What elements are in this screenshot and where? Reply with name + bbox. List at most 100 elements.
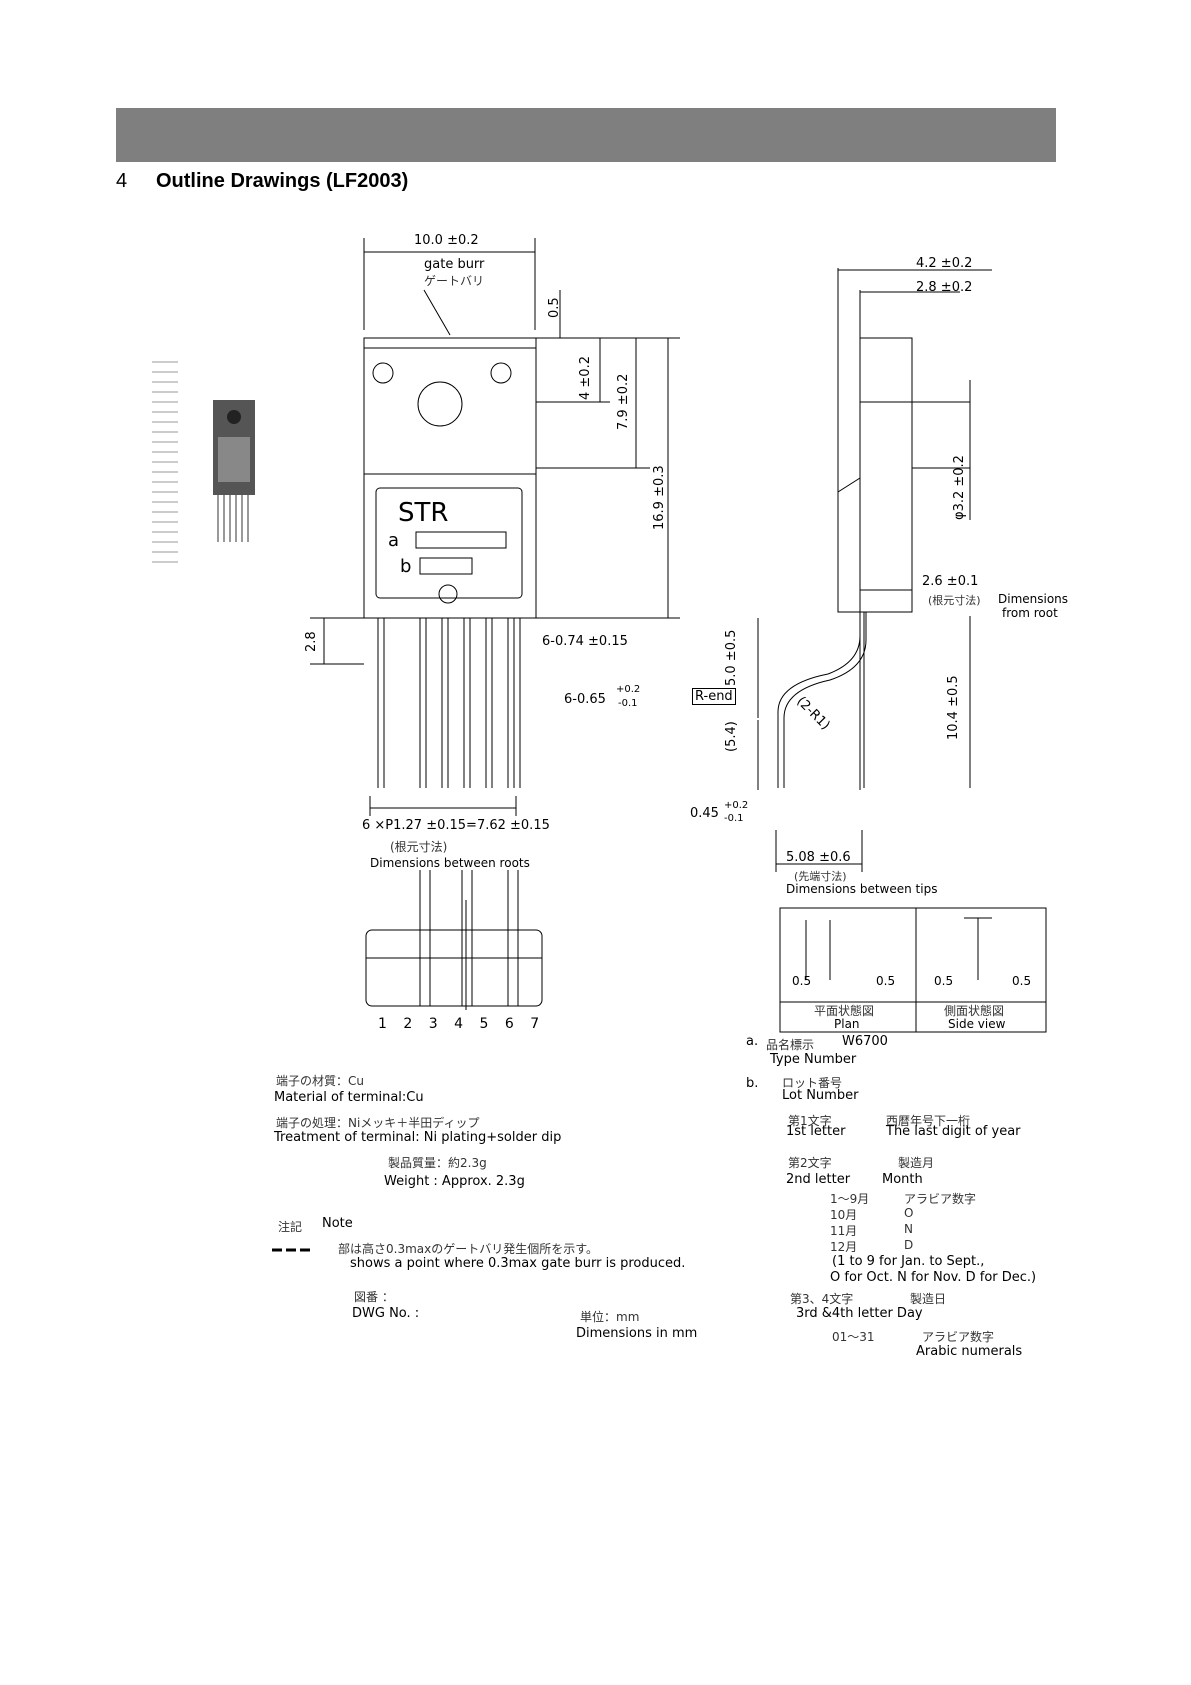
note-a-jp: 品名標示: [766, 1038, 815, 1052]
section-title: Outline Drawings (LF2003): [156, 170, 409, 192]
side-jp-label: 側面状態図: [944, 1004, 1005, 1018]
section-number: 4: [116, 170, 128, 192]
month1-9-jp: 1～9月: [830, 1192, 870, 1206]
burr-note-jp: 部は高さ0.3maxのゲートバリ発生個所を示す。: [338, 1242, 599, 1256]
dim-10-4-label: 10.4 ±0.5: [946, 675, 961, 740]
day-jp: アラビア数字: [922, 1330, 995, 1344]
letter2-en-desc: Month: [882, 1172, 923, 1187]
header-banner: [116, 108, 1056, 162]
letter2-jp: 第2文字: [788, 1156, 832, 1170]
dim-2-8-side-label: 2.8 ±0.2: [916, 280, 973, 295]
pin-number: 3: [428, 1016, 438, 1032]
letter1-jp-desc: 西暦年号下一桁: [886, 1114, 971, 1128]
dim-5-08-label: 5.08 ±0.6: [786, 850, 851, 865]
letter2-jp-desc: 製造月: [898, 1156, 935, 1170]
letter34-jp: 第3、4文字: [790, 1292, 854, 1306]
side-dim-left: 0.5: [934, 974, 954, 988]
note-a-value: W6700: [842, 1034, 888, 1049]
dim-065-label: 6-0.65: [564, 692, 606, 707]
side-dim-right: 0.5: [1012, 974, 1032, 988]
plan-dim-left: 0.5: [792, 974, 812, 988]
letter1-en-desc: The last digit of year: [886, 1124, 1021, 1139]
unit-en: Dimensions in mm: [576, 1326, 698, 1341]
dwg-jp: 図番 ：: [354, 1290, 394, 1304]
note-b-en: Lot Number: [782, 1088, 859, 1103]
note-b-label: b.: [746, 1076, 759, 1091]
month10-value: O: [904, 1206, 914, 1220]
letter34-jp-desc: 製造日: [910, 1292, 947, 1306]
dim-5-4-label: (5.4): [724, 721, 739, 752]
plan-dim-right: 0.5: [876, 974, 896, 988]
pin-number: 1: [378, 1016, 387, 1032]
marking-b: b: [400, 556, 412, 577]
gate-burr-jp-label: ゲートバリ: [424, 274, 485, 288]
month12: 12月: [830, 1240, 858, 1254]
plan-jp-label: 平面状態図: [814, 1004, 875, 1018]
dim-5-0-label: 5.0 ±0.5: [724, 629, 739, 686]
note-a-label: a.: [746, 1034, 759, 1049]
pin-number: 4: [454, 1016, 464, 1032]
letter34-en: 3rd &4th letter Day: [796, 1306, 923, 1321]
r-end-label: R-end: [692, 688, 736, 705]
dim-045-tol-dn: -0.1: [724, 813, 744, 824]
month-en-line1: (1 to 9 for Jan. to Sept.,: [832, 1254, 985, 1269]
day-range: 01～31: [832, 1330, 875, 1344]
width-dim-label: 10.0 ±0.2: [414, 233, 479, 248]
pin-numbers: 1 2 3 4 5 6 7: [378, 1016, 539, 1032]
letter1-en: 1st letter: [786, 1124, 846, 1139]
dim-7-9-label: 7.9 ±0.2: [616, 373, 631, 430]
pitch-jp-label: (根元寸法): [390, 840, 448, 854]
material-en: Material of terminal:Cu: [274, 1090, 424, 1105]
plan-en-label: Plan: [834, 1017, 860, 1031]
note-a-en: Type Number: [770, 1052, 857, 1067]
dim-2-8-label: 2.8: [304, 631, 319, 652]
month-en-line2: O for Oct. N for Nov. D for Dec.): [830, 1270, 1037, 1285]
letter1-jp: 第1文字: [788, 1114, 832, 1128]
note-en: Note: [322, 1216, 353, 1231]
pitch-en-label: Dimensions between roots: [370, 856, 530, 870]
dim-065-tol-dn: -0.1: [618, 698, 638, 709]
note-b-jp: ロット番号: [782, 1076, 843, 1090]
pin-number: 5: [479, 1016, 489, 1032]
dim-2-6-en2-label: from root: [1002, 606, 1058, 620]
dim-2-6-jp-label: (根元寸法): [928, 594, 981, 607]
weight-jp: 製品質量：約2.3g: [388, 1156, 487, 1170]
note-jp: 注記: [278, 1220, 303, 1234]
dim-0-5-label: 0.5: [547, 297, 562, 318]
burr-note-en: shows a point where 0.3max gate burr is …: [350, 1256, 686, 1271]
letter2-en: 2nd letter: [786, 1172, 851, 1187]
pin-number: 7: [530, 1016, 540, 1032]
str-marking: STR: [398, 498, 449, 528]
dwg-en: DWG No. :: [352, 1306, 420, 1321]
dim-2-6-label: 2.6 ±0.1: [922, 574, 979, 589]
material-jp: 端子の材質：Cu: [276, 1074, 364, 1088]
marking-a: a: [388, 530, 400, 551]
treatment-en: Treatment of terminal: Ni plating+solder…: [274, 1130, 562, 1145]
gate-burr-label: gate burr: [424, 257, 485, 272]
month12-value: D: [904, 1238, 914, 1252]
dim-3-2-label: φ3.2 ±0.2: [952, 455, 967, 520]
weight-en: Weight : Approx. 2.3g: [384, 1174, 525, 1189]
tips-en-label: Dimensions between tips: [786, 882, 938, 896]
month10: 10月: [830, 1208, 858, 1222]
dim-16-9-label: 16.9 ±0.3: [652, 465, 667, 530]
dim-2-6-en1-label: Dimensions: [998, 592, 1069, 606]
tips-jp-label: (先端寸法): [794, 870, 847, 883]
month11-value: N: [904, 1222, 913, 1236]
dim-065-tol-up: +0.2: [616, 684, 641, 695]
dim-045-label: 0.45: [690, 806, 719, 821]
month1-9-jp-desc: アラビア数字: [904, 1192, 977, 1206]
package-photo: [152, 361, 255, 563]
pitch-label: 6 ×P1.27 ±0.15=7.62 ±0.15: [362, 818, 550, 833]
pin-number: 2: [403, 1016, 413, 1032]
dim-4-2-label: 4.2 ±0.2: [916, 256, 973, 271]
month11: 11月: [830, 1224, 858, 1238]
dim-074-label: 6-0.74 ±0.15: [542, 634, 628, 649]
unit-jp: 単位：mm: [580, 1310, 640, 1324]
dim-045-tol-up: +0.2: [724, 800, 749, 811]
pin-number: 6: [504, 1016, 514, 1032]
side-en-label: Side view: [948, 1017, 1006, 1031]
treatment-jp: 端子の処理：Niメッキ＋半田ディップ: [276, 1116, 480, 1130]
dim-4-label: 4 ±0.2: [578, 356, 593, 400]
